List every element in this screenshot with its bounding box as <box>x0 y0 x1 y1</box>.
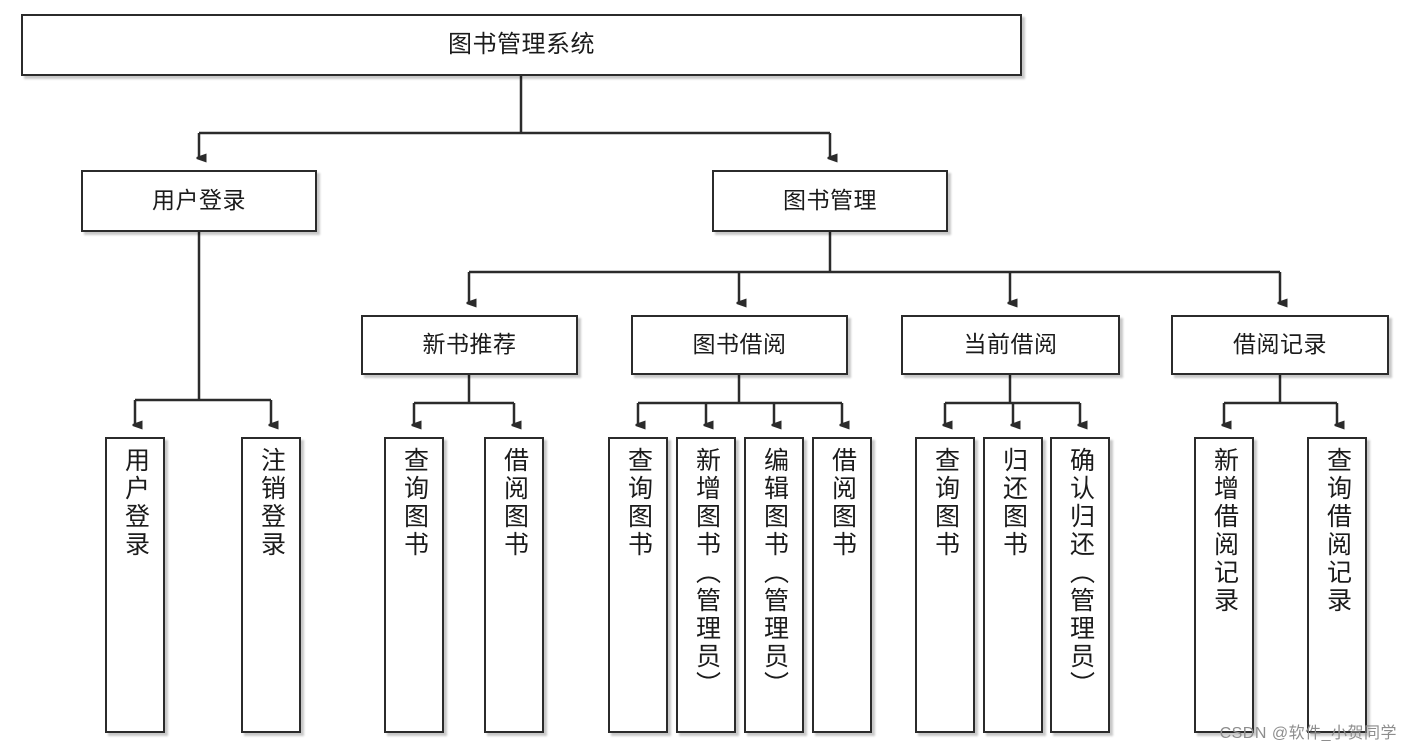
node-label: 查询图书 <box>624 447 653 559</box>
node-label: 当前借阅 <box>963 331 1058 358</box>
node-label: 查询借阅记录 <box>1323 447 1352 615</box>
node-leaf-confirm-return[interactable]: 确认归还（管理员） <box>1050 437 1110 733</box>
node-leaf-query-book-3[interactable]: 查询图书 <box>915 437 975 733</box>
node-label: 用户登录 <box>121 447 150 559</box>
node-label: 查询图书 <box>400 447 429 559</box>
node-leaf-query-book-1[interactable]: 查询图书 <box>384 437 444 733</box>
node-label: 用户登录 <box>152 187 246 214</box>
node-leaf-user-logout[interactable]: 注销登录 <box>241 437 301 733</box>
node-label: 图书管理系统 <box>448 30 595 58</box>
node-label: 归还图书 <box>999 447 1028 559</box>
node-leaf-user-login[interactable]: 用户登录 <box>105 437 165 733</box>
node-book-manage[interactable]: 图书管理 <box>712 170 948 232</box>
node-leaf-borrow-book-1[interactable]: 借阅图书 <box>484 437 544 733</box>
node-borrow-record[interactable]: 借阅记录 <box>1171 315 1389 375</box>
node-leaf-edit-book[interactable]: 编辑图书（管理员） <box>744 437 804 733</box>
node-leaf-query-record[interactable]: 查询借阅记录 <box>1307 437 1367 733</box>
node-leaf-add-book[interactable]: 新增图书（管理员） <box>676 437 736 733</box>
node-label: 借阅图书 <box>500 447 529 559</box>
node-label: 注销登录 <box>257 447 286 559</box>
node-label: 新增借阅记录 <box>1210 447 1239 615</box>
node-label: 查询图书 <box>931 447 960 559</box>
node-label: 图书管理 <box>783 187 877 214</box>
node-book-borrow[interactable]: 图书借阅 <box>631 315 848 375</box>
node-root-图书管理系统[interactable]: 图书管理系统 <box>21 14 1022 76</box>
node-label: 新增图书（管理员） <box>692 447 721 699</box>
watermark: CSDN @软件_小贺同学 <box>1219 725 1397 742</box>
node-label: 借阅记录 <box>1233 331 1327 358</box>
node-label: 图书借阅 <box>692 331 787 358</box>
node-leaf-return-book[interactable]: 归还图书 <box>983 437 1043 733</box>
node-user-login[interactable]: 用户登录 <box>81 170 317 232</box>
node-new-book-rec[interactable]: 新书推荐 <box>361 315 578 375</box>
node-label: 新书推荐 <box>422 331 517 358</box>
node-label: 借阅图书 <box>828 447 857 559</box>
node-label: 确认归还（管理员） <box>1066 447 1095 699</box>
node-leaf-add-record[interactable]: 新增借阅记录 <box>1194 437 1254 733</box>
node-label: 编辑图书（管理员） <box>760 447 789 699</box>
node-leaf-query-book-2[interactable]: 查询图书 <box>608 437 668 733</box>
node-current-borrow[interactable]: 当前借阅 <box>901 315 1120 375</box>
node-leaf-borrow-book-2[interactable]: 借阅图书 <box>812 437 872 733</box>
